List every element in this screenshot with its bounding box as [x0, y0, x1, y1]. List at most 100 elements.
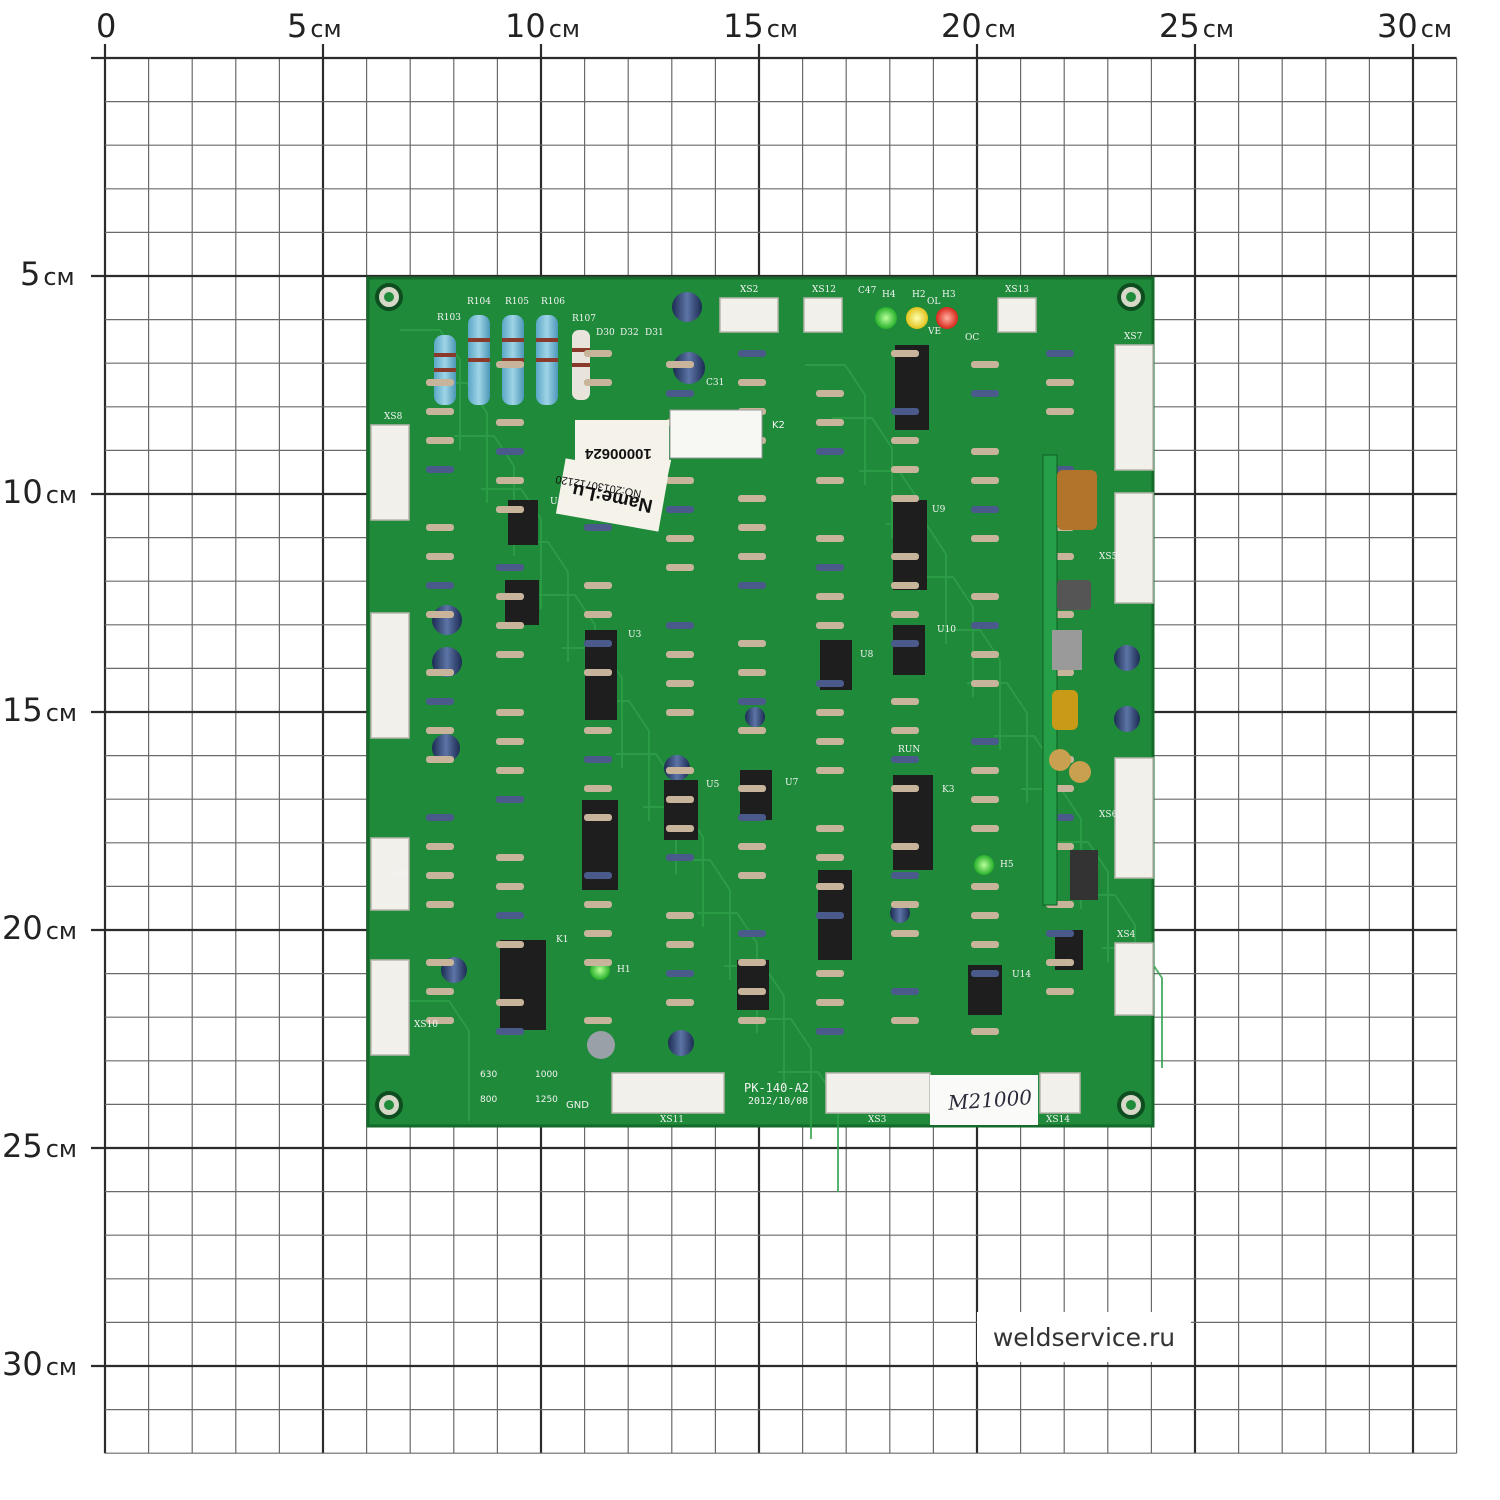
- resistor: [1046, 930, 1074, 937]
- board-date-label: 2012/10/08: [748, 1096, 809, 1107]
- resistor: [496, 854, 524, 861]
- y-ruler-unit: см: [45, 1135, 78, 1163]
- y-ruler-unit: см: [43, 263, 75, 291]
- resistor: [584, 872, 612, 879]
- resistor: [666, 796, 694, 803]
- resistor: [971, 680, 999, 687]
- trace: [409, 1000, 470, 1121]
- resistor: [426, 814, 454, 821]
- resistor: [971, 506, 999, 513]
- part-label: R105: [505, 297, 529, 307]
- resistor: [584, 1017, 612, 1024]
- resistor: [971, 448, 999, 455]
- resistor: [738, 495, 766, 502]
- y-ruler-number: 10: [2, 473, 43, 511]
- resistor: [891, 698, 919, 705]
- resistor: [738, 698, 766, 705]
- x-ruler-unit: см: [548, 15, 581, 43]
- resistor: [584, 350, 612, 357]
- connector-label: XS10: [414, 1020, 439, 1030]
- connector-label: XS5: [1099, 552, 1118, 562]
- resistor: [666, 941, 694, 948]
- resistor: [426, 379, 454, 386]
- resistor: [891, 988, 919, 995]
- resistor: [426, 756, 454, 763]
- resistor: [1046, 408, 1074, 415]
- connector-header: [370, 612, 410, 739]
- resistor: [816, 535, 844, 542]
- resistor: [891, 350, 919, 357]
- resistor: [971, 883, 999, 890]
- part-label: RUN: [898, 745, 921, 755]
- resistor: [816, 564, 844, 571]
- part-label: C47: [858, 286, 877, 296]
- part-label: D32: [620, 328, 639, 338]
- resistor: [891, 640, 919, 647]
- resistor: [738, 669, 766, 676]
- connector-label: XS4: [1117, 930, 1136, 940]
- resistor: [971, 622, 999, 629]
- y-ruler-unit: см: [45, 917, 78, 945]
- x-ruler-number: 0: [96, 7, 117, 45]
- part-label: R103: [437, 313, 461, 323]
- resistor: [971, 738, 999, 745]
- resistor: [891, 930, 919, 937]
- resistor: [426, 901, 454, 908]
- resistor: [426, 611, 454, 618]
- resistor: [891, 553, 919, 560]
- resistor: [816, 883, 844, 890]
- resistor: [666, 564, 694, 571]
- part-label: K1: [556, 935, 569, 945]
- part-label: U8: [860, 650, 874, 660]
- resistor: [496, 796, 524, 803]
- resistor: [738, 640, 766, 647]
- resistor: [426, 466, 454, 473]
- resistor: [816, 419, 844, 426]
- resistor: [816, 709, 844, 716]
- resistor: [738, 553, 766, 560]
- resistor: [584, 524, 612, 531]
- resistor: [666, 477, 694, 484]
- resistor: [426, 843, 454, 850]
- resistor: [666, 535, 694, 542]
- connector-header: [719, 297, 779, 333]
- connector-header: [370, 837, 410, 911]
- resistor: [584, 727, 612, 734]
- resistor: [738, 524, 766, 531]
- x-ruler-label: 0: [96, 10, 116, 42]
- gnd-label: GND: [566, 1100, 589, 1111]
- resistor: [426, 698, 454, 705]
- resistor: [816, 390, 844, 397]
- resistor: [891, 785, 919, 792]
- x-ruler-unit: см: [766, 15, 799, 43]
- connector-label: XS8: [384, 412, 403, 422]
- resistor: [666, 999, 694, 1006]
- resistor: [738, 582, 766, 589]
- resistor: [816, 767, 844, 774]
- resistor: [891, 872, 919, 879]
- ic-chip: [505, 580, 539, 625]
- resistor: [971, 390, 999, 397]
- resistor: [426, 524, 454, 531]
- resistor: [666, 361, 694, 368]
- resistor: [891, 495, 919, 502]
- y-ruler-number: 30: [2, 1345, 43, 1383]
- y-ruler-unit: см: [45, 1353, 78, 1381]
- resistor: [816, 999, 844, 1006]
- trace: [832, 417, 893, 538]
- resistor: [891, 756, 919, 763]
- resistor: [426, 669, 454, 676]
- resistor: [738, 1017, 766, 1024]
- led-label: H5: [1000, 860, 1014, 870]
- resistor: [496, 477, 524, 484]
- resistor: [738, 379, 766, 386]
- x-ruler-unit: см: [1202, 15, 1235, 43]
- resistor: [496, 361, 524, 368]
